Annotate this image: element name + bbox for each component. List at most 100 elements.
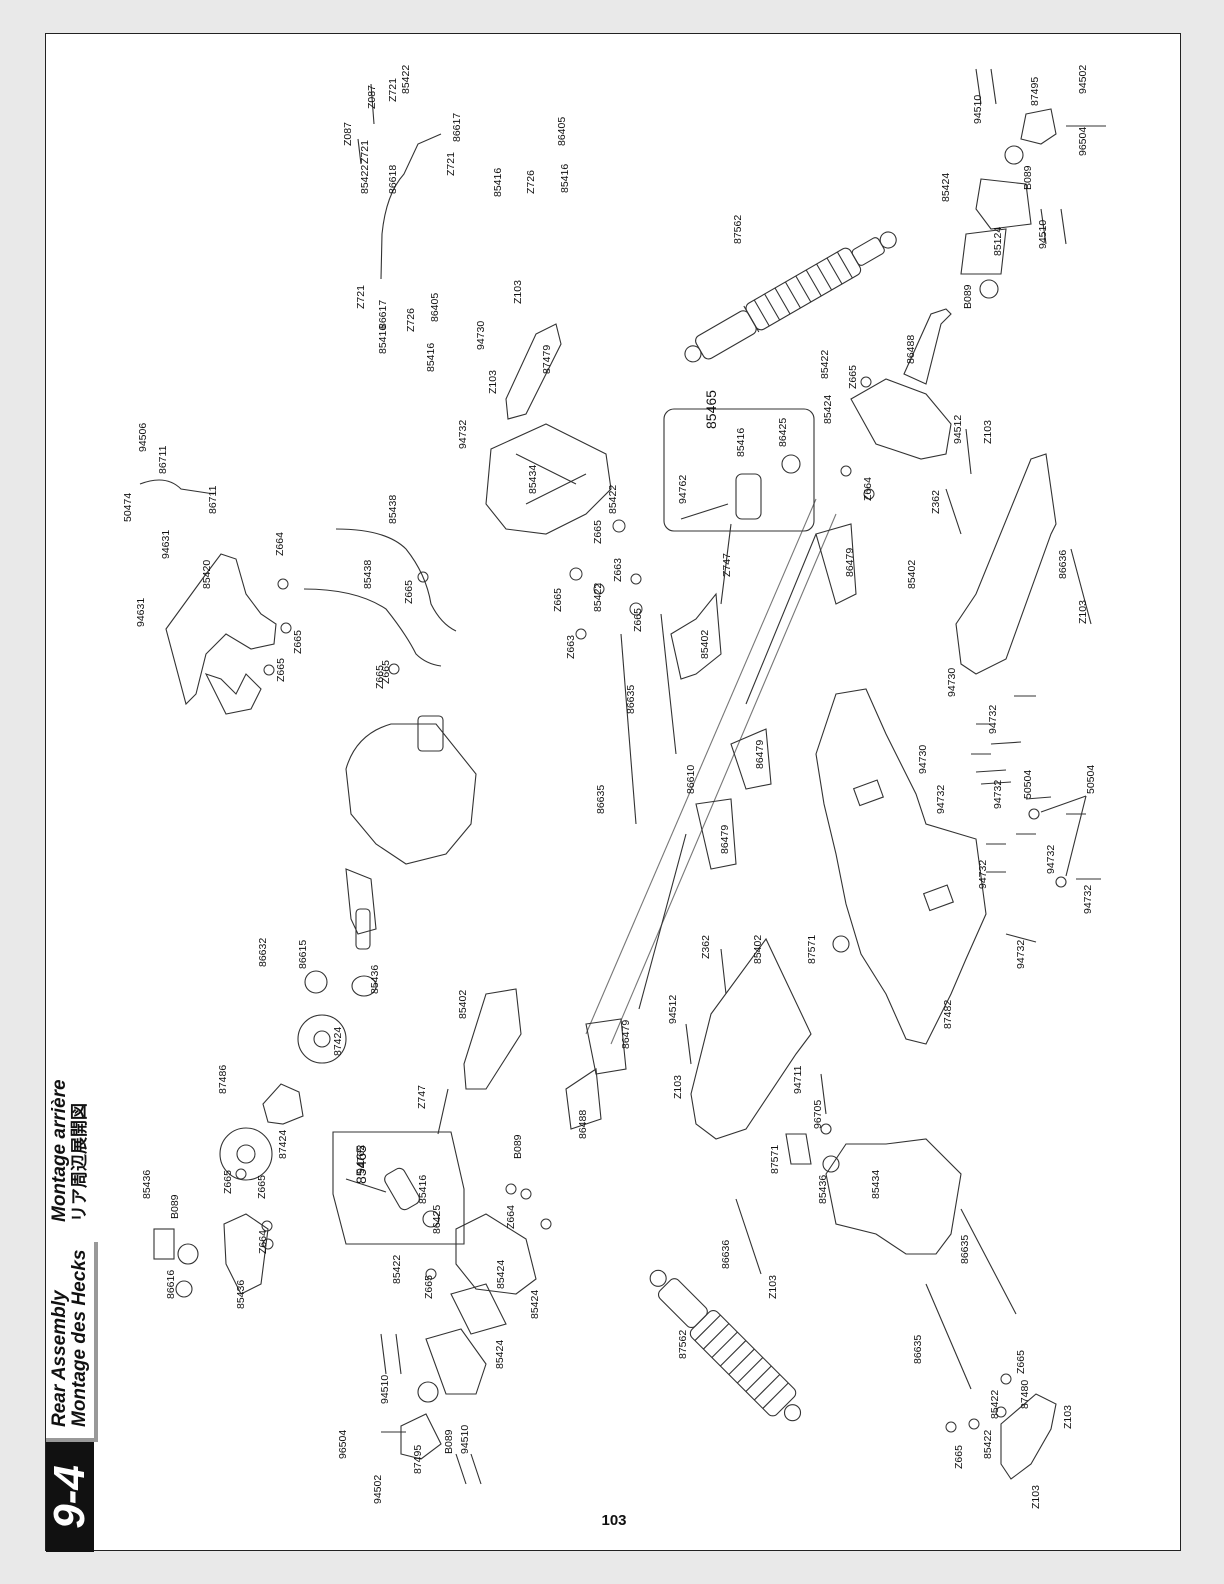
bearing-b089-a [979, 279, 999, 299]
screw-94512-mid [685, 1023, 692, 1065]
part-callout: 86616 [165, 1270, 177, 1299]
driveshaft-boot-low [585, 1018, 627, 1075]
part-callout: 85124 [992, 227, 1004, 256]
part-callout: 94732 [987, 705, 999, 734]
kit-box-label: 85465 [703, 390, 719, 429]
screw-94732-b [990, 741, 1022, 745]
callout-leader-50504-a [1040, 795, 1087, 813]
part-callout: 86636 [1057, 550, 1069, 579]
suspension-arm-left [463, 988, 522, 1090]
part-callout: 85416 [492, 168, 504, 197]
spacer-85436-b [153, 1228, 175, 1260]
part-callout: 94730 [475, 321, 487, 350]
part-callout: 94711 [792, 1065, 804, 1094]
gasket-85124-low [450, 1283, 507, 1335]
part-callout: 96504 [1077, 127, 1089, 156]
bumper-mount-87480 [1000, 1393, 1057, 1480]
screw-z087-b [357, 138, 362, 165]
screw-z087-a [370, 83, 375, 125]
spacer-85436-a [351, 975, 377, 997]
part-callout: Z103 [767, 1275, 779, 1299]
screw-94512-top [965, 428, 972, 475]
driveshaft-lower-rod [638, 833, 687, 1010]
hinge-pin-86636-top [1070, 548, 1092, 625]
washer-50504-b [1055, 876, 1067, 888]
part-callout: Z664 [505, 1205, 517, 1229]
part-callout: Z103 [1077, 600, 1089, 624]
part-callout: Z665 [423, 1275, 435, 1299]
ball-86425-upper [781, 454, 801, 474]
part-callout: 85402 [457, 990, 469, 1019]
part-callout: Z087 [366, 85, 378, 109]
part-callout: Z665 [403, 580, 415, 604]
part-callout: Z726 [525, 170, 537, 194]
part-callout: 96705 [812, 1100, 824, 1129]
part-callout: 94510 [1037, 220, 1049, 249]
screw-z362-mid [720, 948, 727, 995]
suspension-arm-lower [690, 937, 812, 1140]
part-callout: Z664 [257, 1230, 269, 1254]
bearing-b089-c [177, 1243, 199, 1265]
part-callout: 85422 [607, 485, 619, 514]
part-callout: Z362 [930, 490, 942, 514]
part-callout: 85422 [982, 1430, 994, 1459]
part-callout: 94732 [935, 785, 947, 814]
part-callout: 87486 [217, 1065, 229, 1094]
part-callout: 85424 [529, 1290, 541, 1319]
section-number-tab: 9-4 [45, 1442, 94, 1552]
part-callout: Z362 [700, 935, 712, 959]
part-callout: Z665 [292, 630, 304, 654]
part-callout: 94512 [667, 995, 679, 1024]
part-callout: 85438 [387, 495, 399, 524]
part-callout: Z721 [445, 152, 457, 176]
bearing-housing-85424-low [425, 1328, 487, 1395]
part-callout: Z721 [355, 285, 367, 309]
part-callout: 85434 [527, 465, 539, 494]
title-german: Montage des Hecks [69, 1249, 90, 1427]
part-callout: 87571 [769, 1145, 781, 1174]
part-callout: 94732 [992, 780, 1004, 809]
part-callout: 86632 [257, 938, 269, 967]
part-callout: 85424 [822, 395, 834, 424]
section-header: 9-4 Rear Assembly Montage des Hecks Mont… [45, 34, 106, 1552]
ball-86425-lower [422, 1210, 440, 1228]
exploded-parts-diagram: Z087Z72185422Z087Z7218542286618Z72186617… [122, 65, 1106, 1509]
part-callout: 94502 [1077, 65, 1089, 94]
part-callout: 94732 [457, 420, 469, 449]
part-callout: Z665 [632, 608, 644, 632]
part-callout: 96504 [337, 1430, 349, 1459]
part-callout: 86479 [844, 548, 856, 577]
part-callout: 86488 [577, 1110, 589, 1139]
part-callout: Z663 [565, 635, 577, 659]
page-number: 103 [601, 1512, 627, 1529]
part-callout: Z103 [982, 420, 994, 444]
part-callout: 86405 [429, 293, 441, 322]
part-callout: Z665 [256, 1175, 268, 1199]
guide-line-1 [585, 498, 817, 1035]
part-callout: 94732 [1015, 940, 1027, 969]
part-callout: Z665 [222, 1170, 234, 1194]
screw-94510-a [975, 68, 982, 105]
part-callout: 94510 [459, 1425, 471, 1454]
sway-bar-link [380, 133, 442, 280]
part-callout: 86479 [719, 825, 731, 854]
part-callout: 94506 [137, 423, 149, 452]
part-callout: 85434 [870, 1170, 882, 1199]
part-callout: Z665 [380, 660, 392, 684]
part-callout: 85422 [359, 165, 371, 194]
part-callout: 50504 [1022, 770, 1034, 799]
brake-disc-87424-a [297, 1014, 347, 1064]
part-callout: 87480 [1019, 1380, 1031, 1409]
screw-94510-e [455, 1453, 467, 1485]
part-callout: 86617 [377, 300, 389, 329]
part-callout: 85436 [141, 1170, 153, 1199]
part-callout: 85420 [201, 560, 213, 589]
part-callout: 85436 [817, 1175, 829, 1204]
hinge-pin-86635-c [925, 1283, 972, 1390]
part-callout: 87562 [677, 1330, 689, 1359]
driveshaft-upper-rod [745, 533, 817, 705]
hinge-pin-86636-low [735, 1198, 762, 1275]
kit-box-85465-upper [663, 408, 815, 532]
part-callout: 85416 [417, 1175, 429, 1204]
axle-cap-87495-low [400, 1413, 442, 1460]
